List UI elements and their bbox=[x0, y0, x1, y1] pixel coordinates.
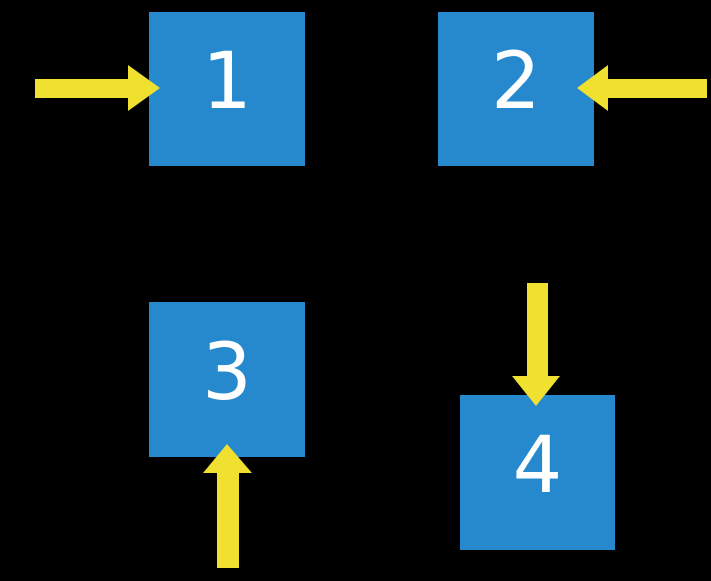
box-4-label: 4 bbox=[512, 420, 563, 511]
down-arrow-icon bbox=[512, 283, 560, 406]
box-1-label: 1 bbox=[202, 37, 252, 127]
box-2-label: 2 bbox=[491, 37, 541, 127]
box-3: 3 bbox=[149, 302, 305, 457]
box-2: 2 bbox=[438, 12, 594, 166]
box-3-label: 3 bbox=[202, 327, 252, 418]
box-1: 1 bbox=[149, 12, 305, 166]
right-arrow-icon bbox=[35, 65, 160, 111]
box-4: 4 bbox=[460, 395, 615, 550]
up-arrow-icon bbox=[203, 444, 252, 568]
left-arrow-icon bbox=[577, 65, 707, 111]
